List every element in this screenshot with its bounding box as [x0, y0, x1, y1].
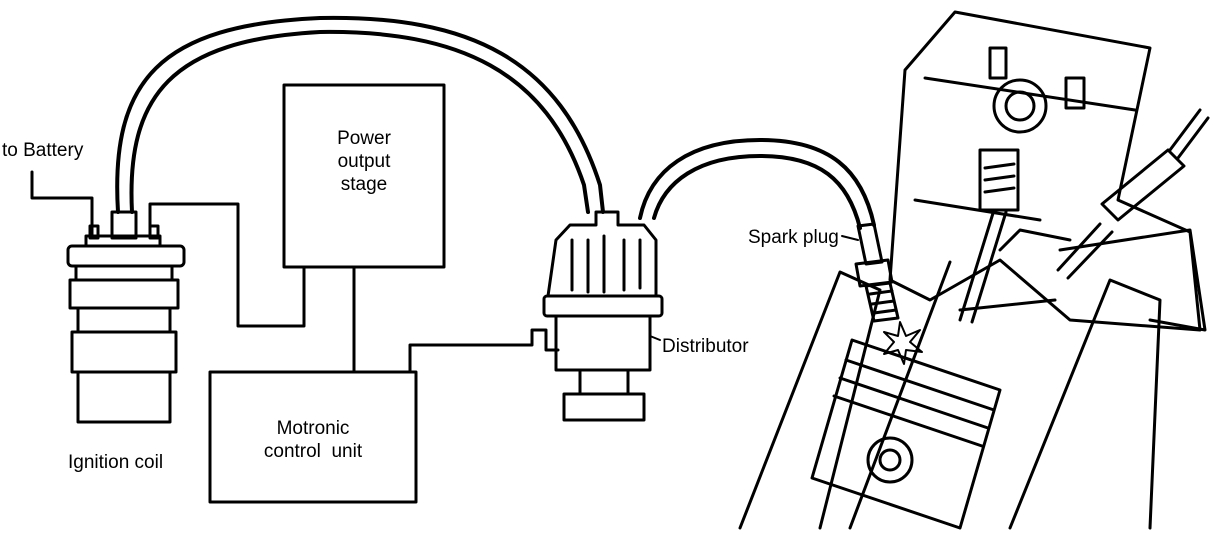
distributor	[542, 210, 664, 422]
distributor-leader	[649, 335, 661, 341]
power-output-line-1: Power	[337, 128, 391, 149]
motronic-line-1: Motronic	[276, 418, 350, 439]
power-output-line-3: stage	[340, 173, 388, 195]
distributor-to-spark-plug-lead	[638, 138, 876, 230]
power-output-line-2: output	[337, 150, 391, 172]
spark-plug-label: Spark plug	[748, 227, 839, 248]
motronic-line-2: control unit	[263, 440, 363, 462]
motronic-control-unit-box	[208, 370, 418, 504]
motronic-to-distributor-wire	[408, 328, 560, 374]
power-output-stage-box	[282, 83, 446, 269]
battery-label: to Battery	[2, 140, 84, 161]
distributor-label: Distributor	[662, 336, 749, 357]
motronic-label: Motronic control unit	[210, 418, 416, 464]
power-output-stage-label: Power output stage	[284, 128, 444, 196]
ignition-coil	[66, 202, 306, 424]
spark-plug	[854, 222, 900, 323]
battery-wire	[30, 170, 94, 240]
ignition-coil-label: Ignition coil	[68, 452, 164, 473]
engine-cylinder	[738, 10, 1210, 530]
coil-to-distributor-lead	[115, 15, 605, 214]
spark-icon	[883, 321, 923, 365]
spark-plug-leader	[841, 235, 859, 241]
